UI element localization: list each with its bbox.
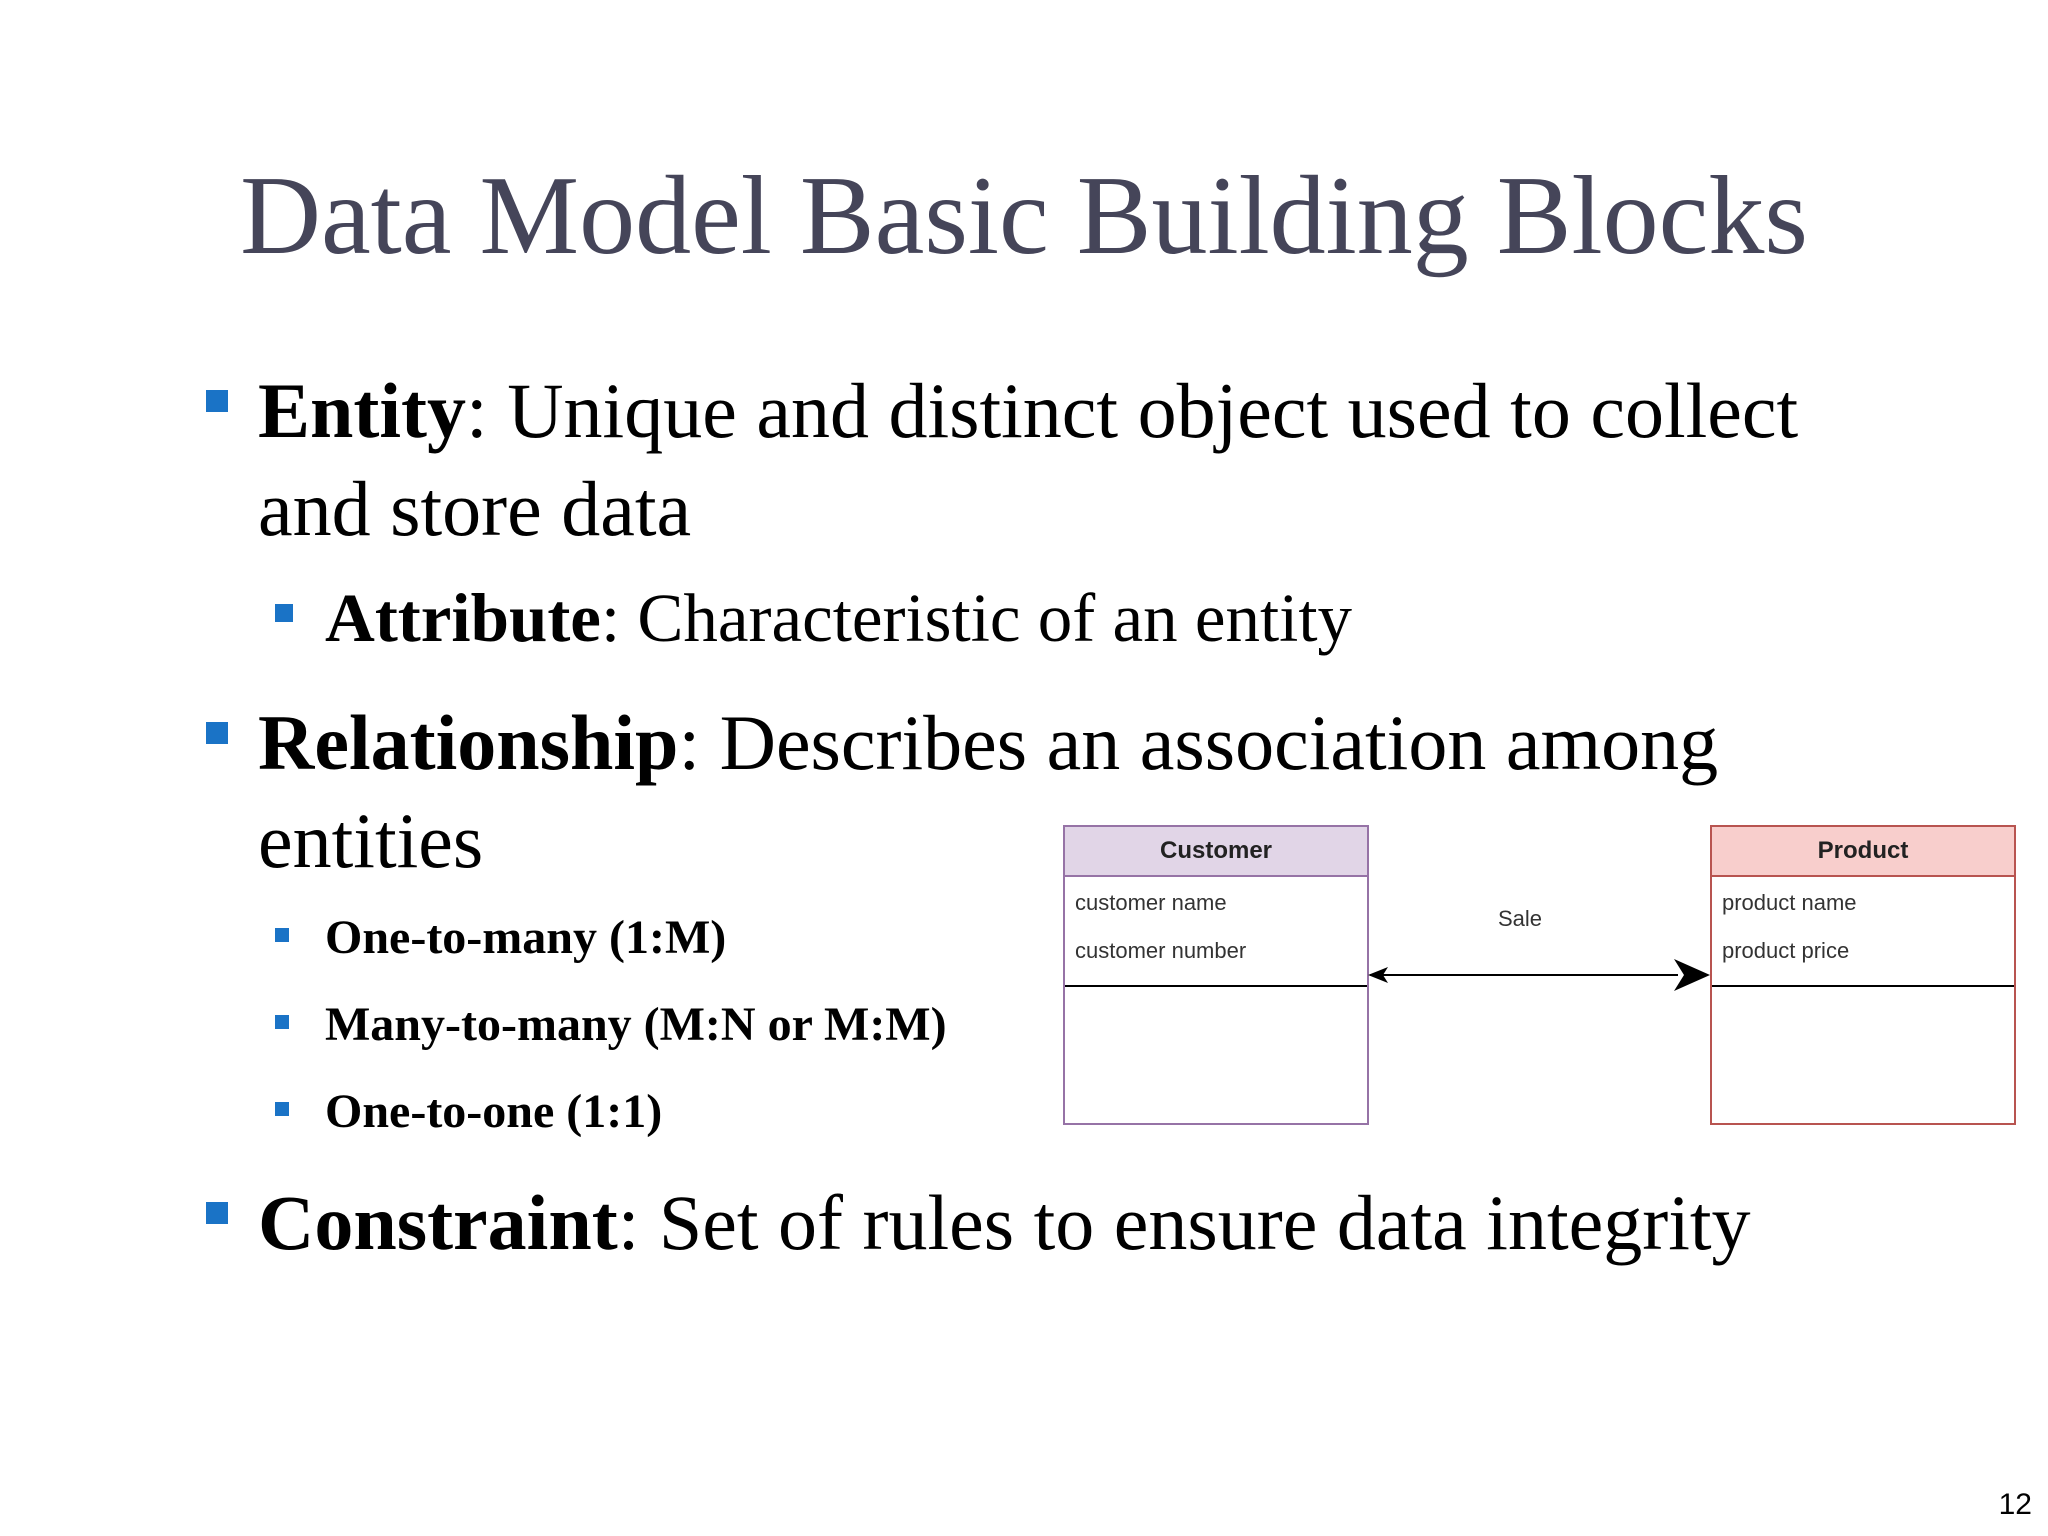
bullet-relationship: Relationship: Describes an association a…	[206, 694, 1719, 890]
arrow-right-icon	[1674, 959, 1710, 991]
entity-attribute: customer name	[1075, 890, 1227, 915]
bullet-marker-icon	[206, 722, 228, 744]
entity-name: Product	[1712, 827, 2014, 877]
entity-name: Customer	[1065, 827, 1367, 877]
bullet-term: Constraint	[258, 1179, 618, 1266]
bullet-marker-icon	[275, 1102, 289, 1116]
entity-attribute: customer number	[1075, 938, 1247, 963]
bullet-text: : Set of rules to ensure data integrity	[617, 1179, 1751, 1266]
page-number: 12	[1998, 1488, 2032, 1521]
entity-attributes: customer name customer number	[1065, 877, 1367, 987]
customer-entity-box: Customer customer name customer number	[1063, 825, 1369, 1125]
bullet-marker-icon	[206, 1202, 228, 1224]
bullet-marker-icon	[275, 1015, 289, 1029]
bullet-term: Entity	[258, 367, 467, 454]
entity-attribute: product price	[1722, 938, 1850, 963]
bullet-text: : Characteristic of an entity	[600, 580, 1352, 656]
bullet-attribute: Attribute: Characteristic of an entity	[275, 578, 1352, 658]
bullet-text: : Describes an association among	[678, 699, 1719, 786]
relationship-type-many-to-many: Many-to-many (M:N or M:M)	[275, 995, 947, 1055]
relationship-type-one-to-many: One-to-many (1:M)	[275, 908, 726, 968]
relationship-type-one-to-one: One-to-one (1:1)	[275, 1082, 662, 1142]
bullet-text-continued: and store data	[258, 465, 692, 552]
entity-attribute: product name	[1722, 890, 1857, 915]
bullet-marker-icon	[206, 390, 228, 412]
product-entity-box: Product product name product price	[1710, 825, 2016, 1125]
arrow-left-icon	[1368, 967, 1388, 983]
bullet-text-continued: entities	[258, 797, 484, 884]
relationship-connector	[1368, 959, 1710, 991]
bullet-marker-icon	[275, 604, 293, 622]
bullet-text: : Unique and distinct object used to col…	[466, 367, 1799, 454]
bullet-term: Relationship	[258, 699, 679, 786]
bullet-constraint: Constraint: Set of rules to ensure data …	[206, 1174, 1751, 1272]
bullet-entity: Entity: Unique and distinct object used …	[206, 362, 1799, 558]
slide-title: Data Model Basic Building Blocks	[240, 154, 1808, 278]
bullet-marker-icon	[275, 928, 289, 942]
bullet-term: Attribute	[325, 580, 601, 656]
entity-attributes: product name product price	[1712, 877, 2014, 987]
relationship-label: Sale	[1497, 906, 1543, 931]
